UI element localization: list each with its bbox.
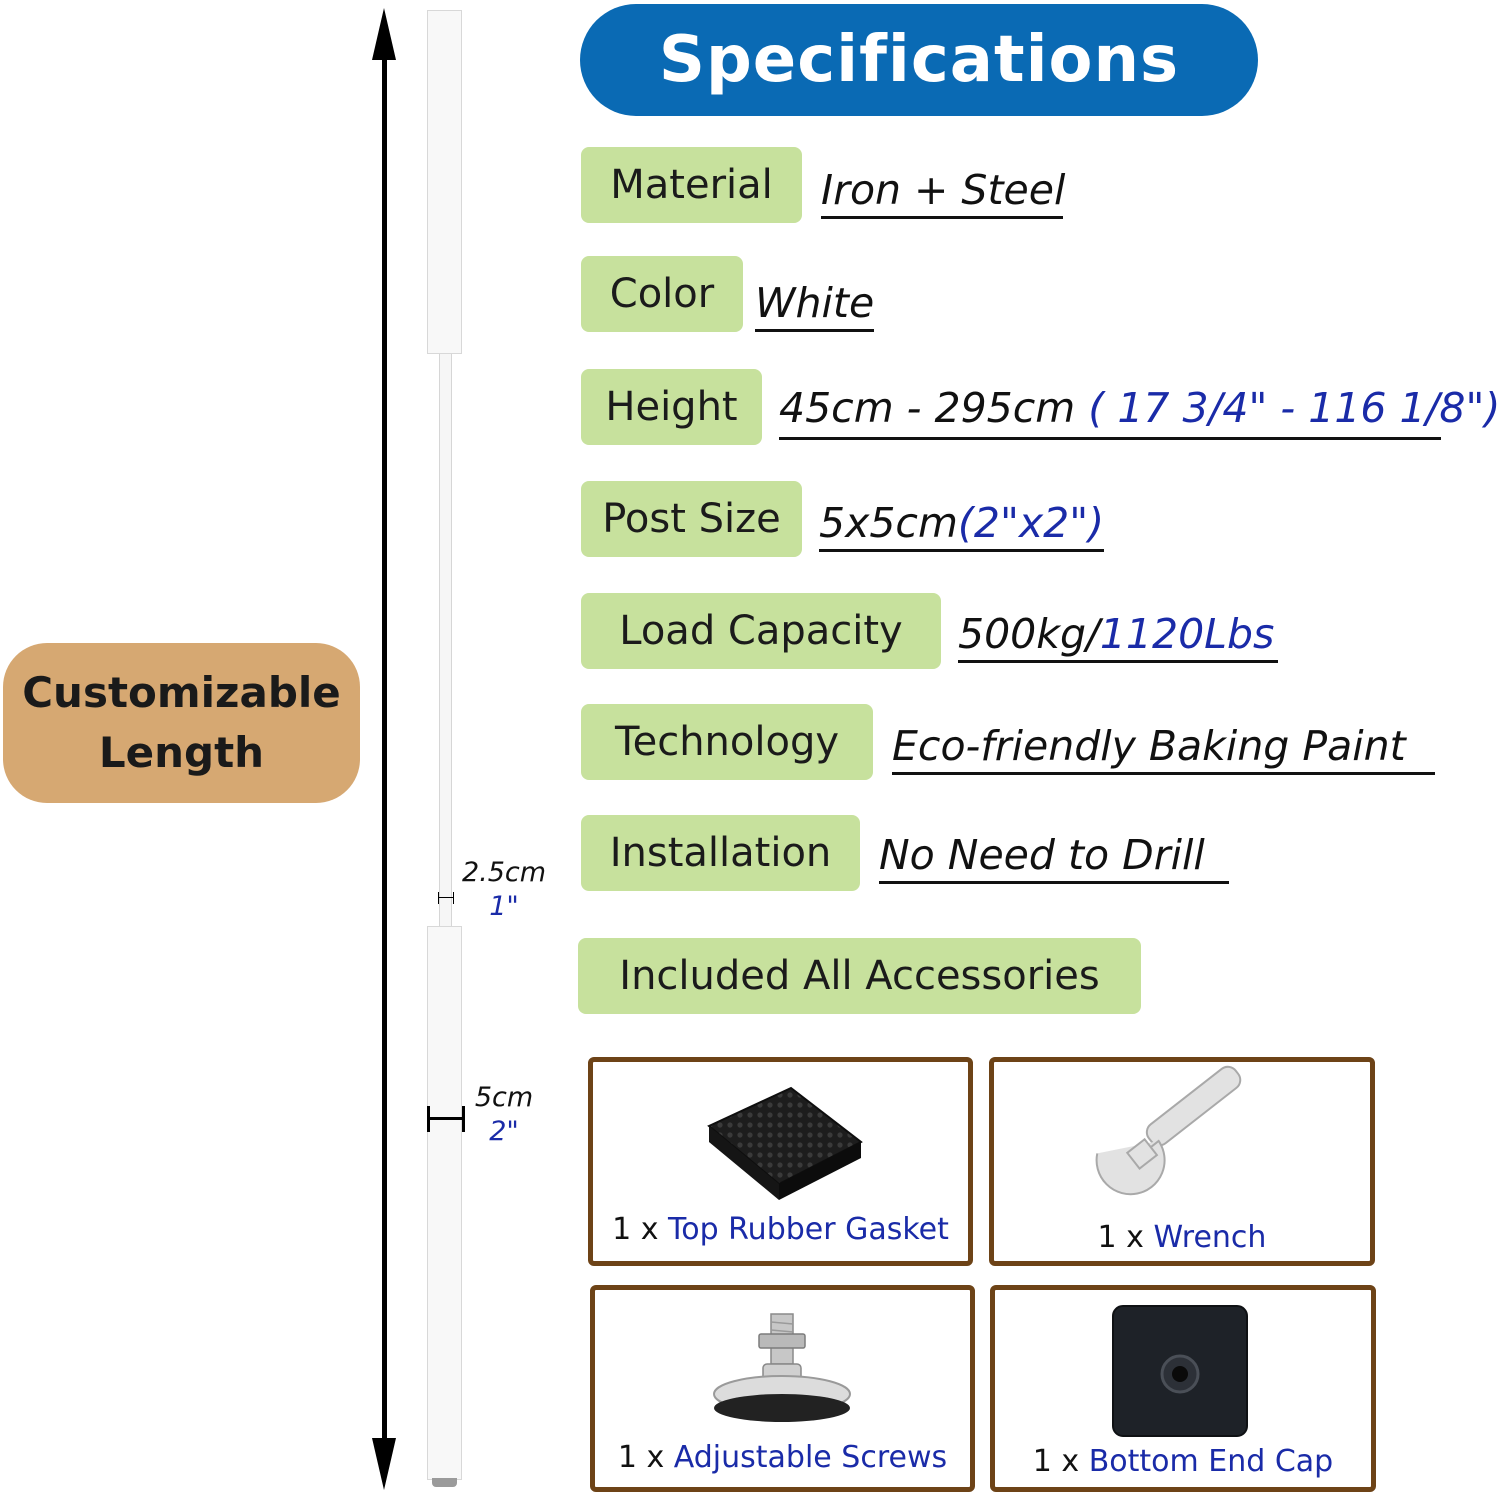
customizable-length-badge: Customizable Length [3, 643, 360, 803]
accessory-label-adjustable-screws: 1 x Adjustable Screws [617, 1440, 948, 1475]
thick-dimension-imperial: 2" [489, 1116, 519, 1147]
accessory-card-rubber-gasket: 1 x Top Rubber Gasket [588, 1057, 973, 1266]
spec-label-post-size: Post Size [581, 481, 802, 557]
spec-label-technology: Technology [581, 704, 873, 780]
length-arrow-down-icon [372, 1438, 396, 1490]
accessory-card-bottom-end-cap: 1 x Bottom End Cap [990, 1285, 1376, 1492]
spec-label-installation: Installation [581, 815, 860, 891]
accessory-label-wrench: 1 x Wrench [1097, 1220, 1267, 1255]
end-cap-icon [1112, 1305, 1248, 1437]
spec-label-height: Height [581, 369, 762, 445]
accessories-heading: Included All Accessories [578, 938, 1141, 1014]
spec-value-technology: Eco-friendly Baking Paint [892, 712, 1435, 775]
thick-dimension-marker [427, 1106, 465, 1132]
customizable-length-text: Customizable Length [22, 668, 341, 777]
spec-value-load-capacity: 500kg/1120Lbs [958, 600, 1278, 663]
thick-dimension-label: 5cm 2" [464, 1081, 544, 1149]
specifications-title-banner: Specifications [580, 4, 1258, 116]
thin-dimension-label: 2.5cm 1" [454, 856, 554, 924]
spec-value-color: White [755, 269, 874, 332]
accessory-card-adjustable-screws: 1 x Adjustable Screws [590, 1285, 975, 1492]
pole-bottom-section [427, 926, 462, 1480]
thin-dimension-metric: 2.5cm [461, 857, 547, 888]
thick-dimension-metric: 5cm [474, 1082, 534, 1113]
spec-label-material: Material [581, 147, 802, 223]
thin-dimension-marker [438, 892, 454, 904]
length-arrow-line [382, 40, 387, 1460]
wrench-icon [1095, 1065, 1242, 1196]
accessory-card-wrench: 1 x Wrench [989, 1057, 1375, 1266]
accessory-label-bottom-end-cap: 1 x Bottom End Cap [1032, 1444, 1334, 1479]
spec-value-material: Iron + Steel [821, 156, 1065, 219]
pole-middle-rod [439, 354, 452, 926]
spec-label-color: Color [581, 256, 743, 332]
spec-value-height: 45cm - 295cm ( 17 3/4" - 116 1/8") [779, 377, 1500, 440]
page-title: Specifications [658, 23, 1180, 97]
spec-value-post-size: 5x5cm(2"x2") [819, 489, 1104, 552]
spec-value-installation: No Need to Drill [879, 821, 1229, 884]
accessory-label-rubber-gasket: 1 x Top Rubber Gasket [612, 1212, 949, 1247]
pole-top-section [427, 10, 462, 354]
spec-label-load-capacity: Load Capacity [581, 593, 941, 669]
adjustable-screw-icon [713, 1313, 851, 1422]
rubber-gasket-icon [707, 1086, 863, 1200]
pole-foot [432, 1478, 457, 1487]
thin-dimension-imperial: 1" [489, 891, 519, 922]
